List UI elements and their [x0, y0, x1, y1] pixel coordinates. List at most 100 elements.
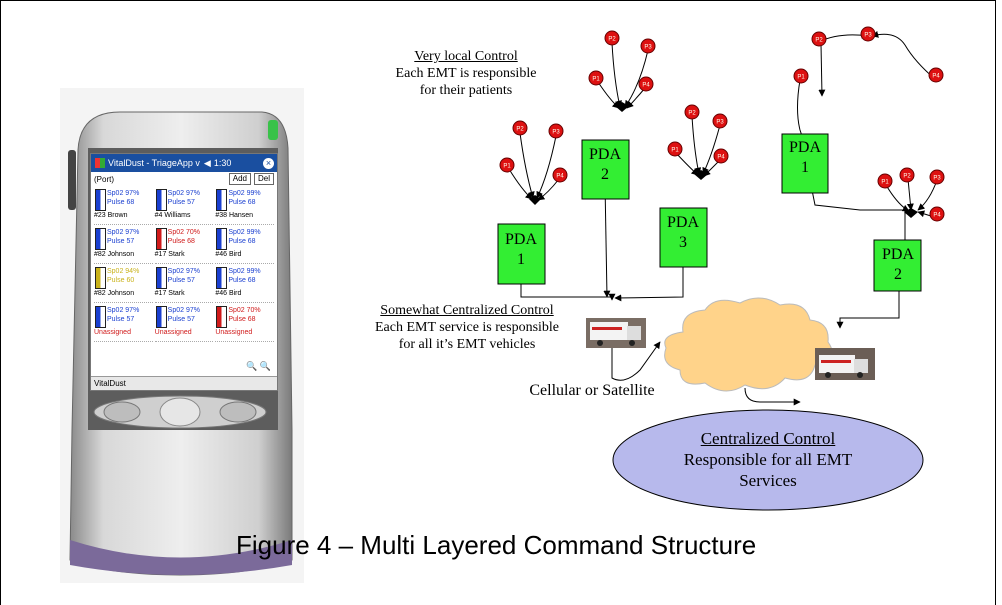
vital-bar-icon — [155, 267, 167, 289]
patient-node: P3 — [640, 38, 656, 54]
patient-node: P4 — [713, 148, 729, 164]
spo2-text: Sp02 97% — [107, 190, 140, 197]
patient-name: #38 Hansen — [215, 212, 254, 219]
link-pda2-hub — [603, 182, 611, 298]
patient-label: P3 — [716, 120, 724, 126]
pulse-text: Pulse 60 — [107, 277, 135, 284]
patient-name: Unassigned — [215, 329, 253, 336]
link-pda3-hub — [614, 258, 684, 302]
patient-label: P3 — [864, 33, 872, 39]
mode-label: (Port) — [94, 174, 114, 184]
pulse-text: Pulse 57 — [167, 316, 195, 323]
device-screen: VitalDust - TriageApp v ◀ 1:30 × (Port) … — [90, 153, 278, 391]
patient-label: P4 — [642, 83, 650, 89]
patient-cell[interactable]: Sp02 97% Pulse 57 Unassigned — [94, 305, 153, 342]
vital-bar-icon — [155, 228, 167, 250]
patient-node: P2 — [684, 104, 700, 120]
ambulance-icon — [586, 318, 646, 348]
patient-label: P3 — [644, 45, 652, 51]
patient-label: P2 — [516, 127, 524, 133]
patient-cell[interactable]: Sp02 97%Pulse 68#23 Brown — [94, 188, 153, 225]
patient-node: P2 — [512, 120, 528, 136]
vital-bar-icon — [95, 189, 106, 211]
ambulance-icon-2 — [815, 348, 875, 380]
pulse-text: Pulse 68 — [228, 199, 256, 206]
patient-label: P2 — [815, 38, 823, 44]
patient-label: P4 — [556, 174, 564, 180]
pulse-text: Pulse 68 — [228, 277, 256, 284]
right-button — [219, 401, 257, 423]
vital-bar-icon — [216, 228, 228, 250]
patient-cell[interactable]: Sp02 94%Pulse 60#82 Johnson — [94, 266, 153, 303]
patient-label: P3 — [933, 176, 941, 182]
pda-box-4 — [781, 133, 829, 194]
patient-label: P2 — [903, 174, 911, 180]
patient-name: #46 Bird — [215, 251, 242, 258]
add-button: Add — [228, 173, 251, 185]
pda-box-3 — [659, 207, 708, 268]
zoom-icons: 🔍 🔍 — [246, 361, 271, 371]
app-titlebar: VitalDust - TriageApp v ◀ 1:30 × — [91, 154, 277, 172]
side-button — [68, 150, 76, 210]
pulse-text: Pulse 57 — [107, 238, 135, 245]
patient-node: P4 — [638, 76, 654, 92]
patient-name: #82 Johnson — [94, 251, 135, 258]
patient-cell[interactable]: Sp02 97%Pulse 57#4 Williams — [154, 188, 214, 225]
windows-start-icon — [95, 158, 105, 168]
central-control-label: Centralized Control Responsible for all … — [683, 429, 853, 490]
patient-cell[interactable]: Sp02 70%Pulse 68#17 Stark — [154, 227, 214, 264]
patient-label: P1 — [797, 75, 805, 81]
patient-cell[interactable]: Sp02 97% Pulse 57 Unassigned — [154, 305, 214, 342]
spo2-text: Sp02 97% — [107, 229, 140, 236]
spo2-text: Sp02 97% — [167, 307, 200, 314]
patient-cell[interactable]: Sp02 99% Pulse 68 #38 Hansen — [215, 188, 274, 225]
patient-label: P4 — [933, 213, 941, 219]
device-base — [70, 540, 292, 575]
pulse-text: Pulse 68 — [167, 238, 195, 245]
patient-node: P1 — [793, 68, 809, 84]
del-button: Del — [253, 173, 274, 185]
service-control-label: Somewhat Centralized Control Each EMT se… — [374, 303, 560, 352]
patient-node: P3 — [548, 123, 564, 139]
spo2-text: Sp02 97% — [107, 307, 140, 314]
pulse-text: Pulse 57 — [107, 316, 135, 323]
patient-node: P2 — [899, 167, 915, 183]
bottom-bar: VitalDust — [91, 376, 277, 390]
patient-name: Unassigned — [154, 329, 192, 336]
patient-name: #4 Williams — [154, 212, 191, 219]
led-indicator — [268, 120, 278, 140]
pda-boxes — [497, 133, 922, 292]
app-title: VitalDust - TriageApp v — [108, 158, 200, 168]
patient-node: P2 — [604, 30, 620, 46]
vital-bar-icon — [95, 228, 106, 250]
patient-name: Unassigned — [94, 329, 131, 336]
patient-cell[interactable]: Sp02 99%Pulse 68#46 Bird — [215, 266, 274, 303]
spo2-text: Sp02 99% — [228, 268, 261, 275]
patient-name: #82 Johnson — [94, 290, 135, 297]
link-cloud-central — [744, 387, 801, 406]
pulse-text: Pulse 68 — [107, 199, 135, 206]
patient-cell[interactable]: Sp02 99%Pulse 68#46 Bird — [215, 227, 274, 264]
pulse-text: Pulse 68 — [228, 316, 256, 323]
patient-cell[interactable]: Sp02 97% Pulse 57 #82 Johnson — [94, 227, 153, 264]
link-pda2b-ambulance — [836, 285, 900, 329]
patient-node: P2 — [811, 31, 827, 47]
spo2-text: Sp02 97% — [167, 268, 200, 275]
dpad-icon — [159, 397, 201, 427]
pda-box-1 — [497, 223, 546, 285]
pda-box-5 — [873, 239, 922, 292]
patient-cell[interactable]: Sp02 97% Pulse 57 #17 Stark — [154, 266, 214, 303]
pulse-text: Pulse 57 — [167, 277, 195, 284]
close-icon: × — [263, 157, 274, 169]
bottom-label: VitalDust — [94, 379, 126, 388]
spo2-text: Sp02 99% — [228, 190, 261, 197]
patient-name: #17 Stark — [154, 290, 185, 297]
clock: 1:30 — [213, 158, 232, 168]
